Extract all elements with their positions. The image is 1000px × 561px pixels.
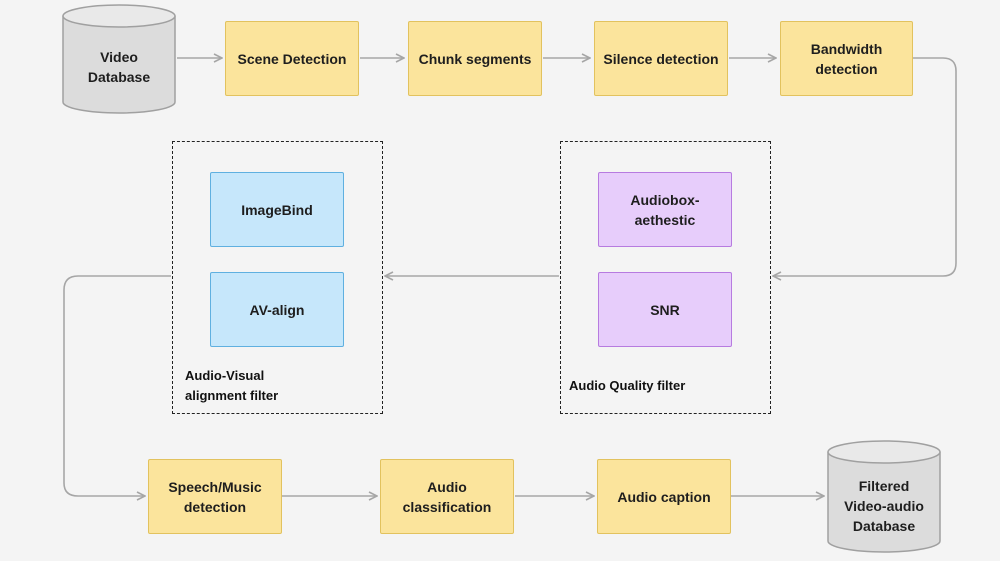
silence-detection-box: Silence detection — [594, 21, 728, 96]
chunk-segments-box: Chunk segments — [408, 21, 542, 96]
database-icon — [62, 4, 176, 114]
arrow-bandwidth-to-quality — [773, 57, 957, 276]
arrow-alignment-to-speech — [63, 275, 171, 496]
filtered-database-cylinder: Filtered Video-audio Database — [827, 440, 941, 554]
snr-box: SNR — [598, 272, 732, 347]
audiobox-aesthetic-box: Audiobox- aethestic — [598, 172, 732, 247]
audio-quality-filter-group — [560, 141, 771, 414]
av-filter-label: Audio-Visual alignment filter — [185, 368, 279, 403]
audio-caption-box: Audio caption — [597, 459, 731, 534]
video-database-label: Video Database — [87, 49, 151, 85]
database-icon — [827, 440, 941, 553]
imagebind-box: ImageBind — [210, 172, 344, 247]
av-alignment-filter-group — [172, 141, 383, 414]
scene-detection-box: Scene Detection — [225, 21, 359, 96]
video-database-cylinder: Video Database — [62, 4, 176, 114]
bandwidth-detection-box: Bandwidth detection — [780, 21, 913, 96]
filtered-database-label: Filtered Video-audio Database — [844, 478, 924, 534]
audio-classification-box: Audio classification — [380, 459, 514, 534]
av-align-box: AV-align — [210, 272, 344, 347]
speech-music-detection-box: Speech/Music detection — [148, 459, 282, 534]
aq-filter-label: Audio Quality filter — [569, 378, 686, 393]
